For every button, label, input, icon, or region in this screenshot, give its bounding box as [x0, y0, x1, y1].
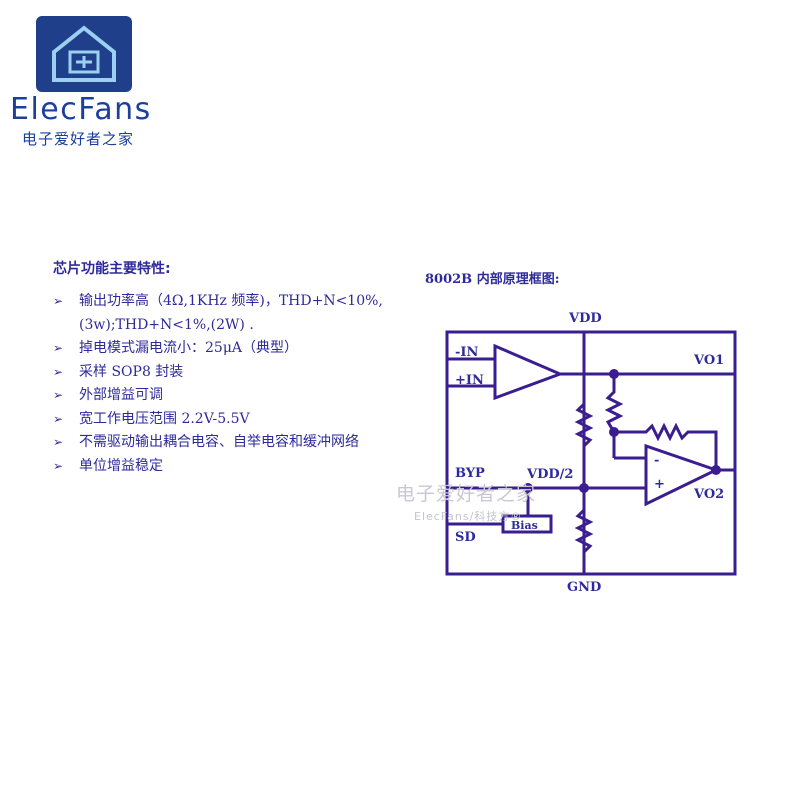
feature-text: 外部增益可调 — [79, 387, 163, 403]
amplifier-2 — [644, 443, 720, 507]
label-amp2-plus: + — [654, 477, 665, 492]
logo-name: ElecFans — [10, 92, 152, 127]
list-item: ➢ 输出功率高（4Ω,1KHz 频率)，THD+N<10%,(3w);THD+N<… — [53, 290, 413, 337]
feature-text: 掉电模式漏电流小：25μA（典型） — [79, 340, 299, 356]
label-sd: SD — [455, 530, 476, 545]
feature-text: 宽工作电压范围 2.2V-5.5V — [79, 410, 250, 427]
arrow-bullet-icon: ➢ — [53, 388, 64, 402]
label-vdd: VDD — [568, 311, 602, 326]
resistor-r1 — [574, 402, 594, 448]
watermark-subtitle: ElecFans/科技方® — [414, 510, 523, 523]
arrow-bullet-icon: ➢ — [53, 294, 64, 308]
elecfans-logo — [36, 16, 132, 92]
arrow-bullet-icon: ➢ — [53, 341, 64, 355]
arrow-bullet-icon: ➢ — [53, 411, 64, 426]
junction-dot — [609, 427, 619, 437]
resistor-r2 — [604, 374, 624, 433]
list-item: ➢ 不需驱动输出耦合电容、自举电容和缓冲网络 — [53, 431, 413, 455]
list-item: ➢ 单位增益稳定 — [53, 455, 413, 479]
house-chip-logo-icon — [52, 25, 116, 82]
label-bias: Bias — [511, 519, 538, 532]
list-item: ➢ 掉电模式漏电流小：25μA（典型） — [53, 337, 413, 361]
label-amp2-minus: - — [654, 453, 659, 468]
feature-text: 采样 SOP8 封装 — [79, 363, 184, 380]
list-item: ➢ 采样 SOP8 封装 — [53, 361, 413, 385]
junction-dot — [609, 369, 619, 379]
diagram-frame — [445, 330, 737, 576]
feature-text: 输出功率高（4Ω,1KHz 频率)，THD+N<10%,(3w);THD+N<1… — [79, 293, 383, 333]
arrow-bullet-icon: ➢ — [53, 435, 64, 449]
amplifier-1 — [493, 343, 565, 401]
junction-dot — [579, 483, 589, 493]
resistor-r4 — [574, 508, 594, 554]
list-item: ➢ 外部增益可调 — [53, 384, 413, 408]
features-title: 芯片功能主要特性: — [53, 261, 171, 277]
logo-subtitle: 电子爱好者之家 — [22, 130, 135, 148]
label-vo1: VO1 — [693, 353, 724, 368]
arrow-bullet-icon: ➢ — [53, 458, 64, 473]
label-byp: BYP — [455, 466, 485, 481]
junction-dot — [523, 483, 533, 493]
label-vdd-half: VDD/2 — [526, 467, 573, 482]
label-in-minus: -IN — [455, 345, 478, 360]
label-vo2: VO2 — [693, 487, 724, 502]
watermark-title: 电子爱好者之家 — [396, 483, 537, 505]
label-in-plus: +IN — [455, 373, 484, 388]
junction-dot — [711, 465, 721, 475]
label-gnd: GND — [567, 580, 601, 595]
list-item: ➢ 宽工作电压范围 2.2V-5.5V — [53, 408, 413, 432]
features-list: ➢ 输出功率高（4Ω,1KHz 频率)，THD+N<10%,(3w);THD+N<… — [53, 290, 413, 478]
resistor-r3 — [614, 422, 718, 470]
diagram-title: 8002B 内部原理框图: — [425, 272, 560, 287]
arrow-bullet-icon: ➢ — [53, 364, 64, 379]
feature-text: 不需驱动输出耦合电容、自举电容和缓冲网络 — [79, 434, 359, 450]
feature-text: 单位增益稳定 — [79, 457, 163, 474]
